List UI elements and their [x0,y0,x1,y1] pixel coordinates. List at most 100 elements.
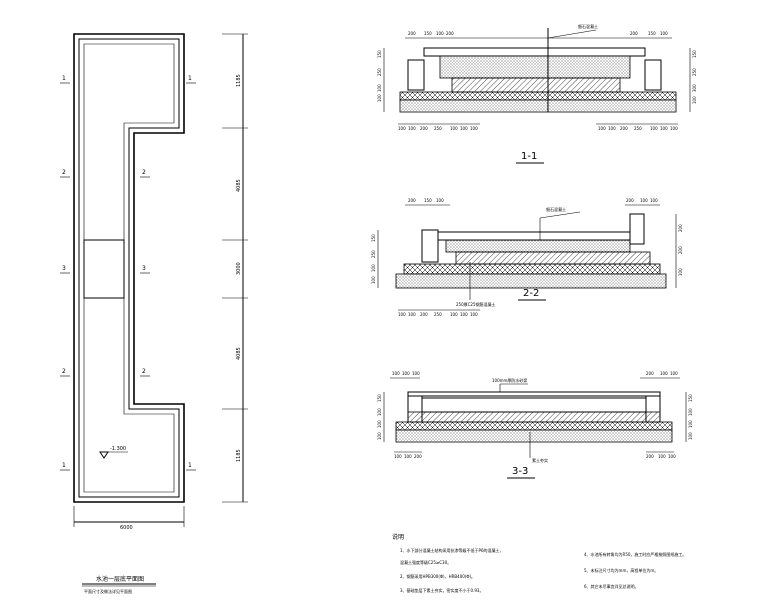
plan-mark-2d: 2 [142,368,146,375]
s2-coping [437,231,631,241]
design-notes: 说明 1、水下部分混凝土结构采用抗渗等级不低于P6的混凝土， 混凝土强度等级C2… [392,533,686,593]
s2-tdim-l3: 100 [436,198,444,203]
s1-lvl-l4: 100 [377,94,382,102]
s3-lvl-l4: 100 [377,432,382,440]
s1-lvl-r4: 100 [692,96,697,104]
s1-bdim-r4: 250 [634,126,642,131]
s3-bdim-l3: 200 [414,454,422,459]
s3-tdim-l1: 100 [392,371,400,376]
s2-lvl-l3: 100 [371,264,376,272]
s2-lvl-r3: 100 [678,268,683,276]
s1-gravel-layer [399,99,677,113]
s1-coping [423,47,646,57]
plan-dim-4: 4085 [236,347,242,360]
s1-top-dim-6: 150 [648,31,656,36]
s1-bdim-l7: 100 [470,126,478,131]
note-2: 2、钢筋采用HPB300(Φ)、HRB400(Φ)。 [400,573,475,579]
s3-note: 素土夯实 [532,457,548,463]
s3-bdim-l2: 100 [404,454,412,459]
s2-bdim-7: 100 [470,312,478,317]
s1-bdim-r7: 100 [670,126,678,131]
s3-tdim-l2: 100 [402,371,410,376]
s1-lvl-l2: 250 [377,68,382,76]
s2-lvl-r1: 200 [678,224,683,232]
plan-right-dimension-chain: 1185 4085 3000 4085 1185 [222,33,248,503]
s1-lvl-l1: 150 [377,50,382,58]
s3-bdim-r1: 200 [646,454,654,459]
s3-water-body [421,397,647,413]
plan-dim-1: 1185 [236,74,242,87]
plan-dim-width: 6000 [120,525,133,531]
s2-tdim-r1: 200 [626,198,634,203]
s2-label: 2-2 [523,288,539,299]
s1-top-dim-1: 200 [408,31,416,36]
s3-lvl-r1: 150 [688,394,693,402]
s3-tdim-r1: 200 [646,371,654,376]
plan-mark-3b: 3 [142,265,146,272]
s1-bdim-l1: 100 [398,126,406,131]
s2-gravel-layer [395,273,667,289]
s1-bdim-r5: 100 [650,126,658,131]
s1-bdim-r2: 100 [608,126,616,131]
pool-center-band [83,239,125,299]
s2-left-wall [421,229,439,263]
note-5: 5、未标注尺寸均为mm，高程单位为m。 [584,567,658,573]
s1-lvl-r1: 150 [692,50,697,58]
plan-dim-3: 3000 [236,262,242,275]
s2-bdim-3: 200 [420,312,428,317]
plan-dim-5: 1185 [236,449,242,462]
pool-plan-view: 1 2 3 2 1 1 2 3 2 1 -1.300 [60,33,248,594]
s1-lvl-l3: 100 [377,84,382,92]
s1-bdim-l6: 100 [460,126,468,131]
s1-top-dim-7: 100 [660,31,668,36]
s2-tdim-l1: 200 [408,198,416,203]
s3-base-layer [395,421,673,431]
s2-tdim-l2: 150 [424,198,432,203]
pool-outline-inner [83,43,175,493]
s2-lvl-l2: 250 [371,250,376,258]
s1-bdim-r3: 200 [620,126,628,131]
note-3: 3、基础垫层下素土夯实，密实度不小于0.93。 [400,587,483,593]
plan-mark-2a: 2 [62,169,66,176]
pool-outline-mid [78,38,180,498]
s2-base-layer [403,263,661,275]
s2-bdim-5: 100 [450,312,458,317]
s2-lvl-l1: 150 [371,234,376,242]
s1-top-dim-3: 100 [436,31,444,36]
s2-concrete-slab [445,239,631,253]
plan-mark-3a: 3 [62,265,66,272]
s1-bdim-l2: 100 [408,126,416,131]
s2-tdim-r3: 100 [650,198,658,203]
plan-section-marks-left: 1 2 3 2 1 [60,75,70,471]
s3-tdim-l3: 100 [412,371,420,376]
s1-label: 1-1 [521,151,537,162]
s2-lvl-l4: 100 [371,276,376,284]
s2-callout: 细石混凝土 [546,206,566,212]
plan-mark-2b: 2 [62,368,66,375]
level-marker: -1.300 [99,446,128,459]
s3-lvl-r2: 100 [688,408,693,416]
s1-top-dim-5: 200 [630,31,638,36]
s3-callout: 100mm厚防水砂浆 [492,377,527,383]
s2-bdim-1: 100 [398,312,406,317]
s3-bdim-r3: 100 [668,454,676,459]
s3-coping [407,391,661,397]
s1-bdim-r1: 100 [598,126,606,131]
s3-tdim-r3: 100 [670,371,678,376]
s3-slab [407,411,661,423]
s3-lvl-l2: 100 [377,408,382,416]
s3-tdim-r2: 100 [660,371,668,376]
notes-heading: 说明 [392,533,404,541]
s1-top-dim-2: 150 [424,31,432,36]
s1-bdim-r6: 100 [660,126,668,131]
s1-lvl-r3: 300 [692,84,697,92]
s1-bdim-l4: 250 [434,126,442,131]
plan-section-marks-right: 1 2 3 2 1 [140,75,196,471]
s3-lvl-r4: 100 [688,432,693,440]
plan-mark-1a: 1 [62,75,66,82]
plan-mark-2c: 2 [142,169,146,176]
section-3-3: 100 100 100 200 100 100 100mm厚防水砂浆 素土夯实 … [377,371,693,479]
note-6: 6、其它未尽事宜详见总说明。 [584,583,639,589]
plan-title: 水池一层底平面图 [96,575,144,583]
